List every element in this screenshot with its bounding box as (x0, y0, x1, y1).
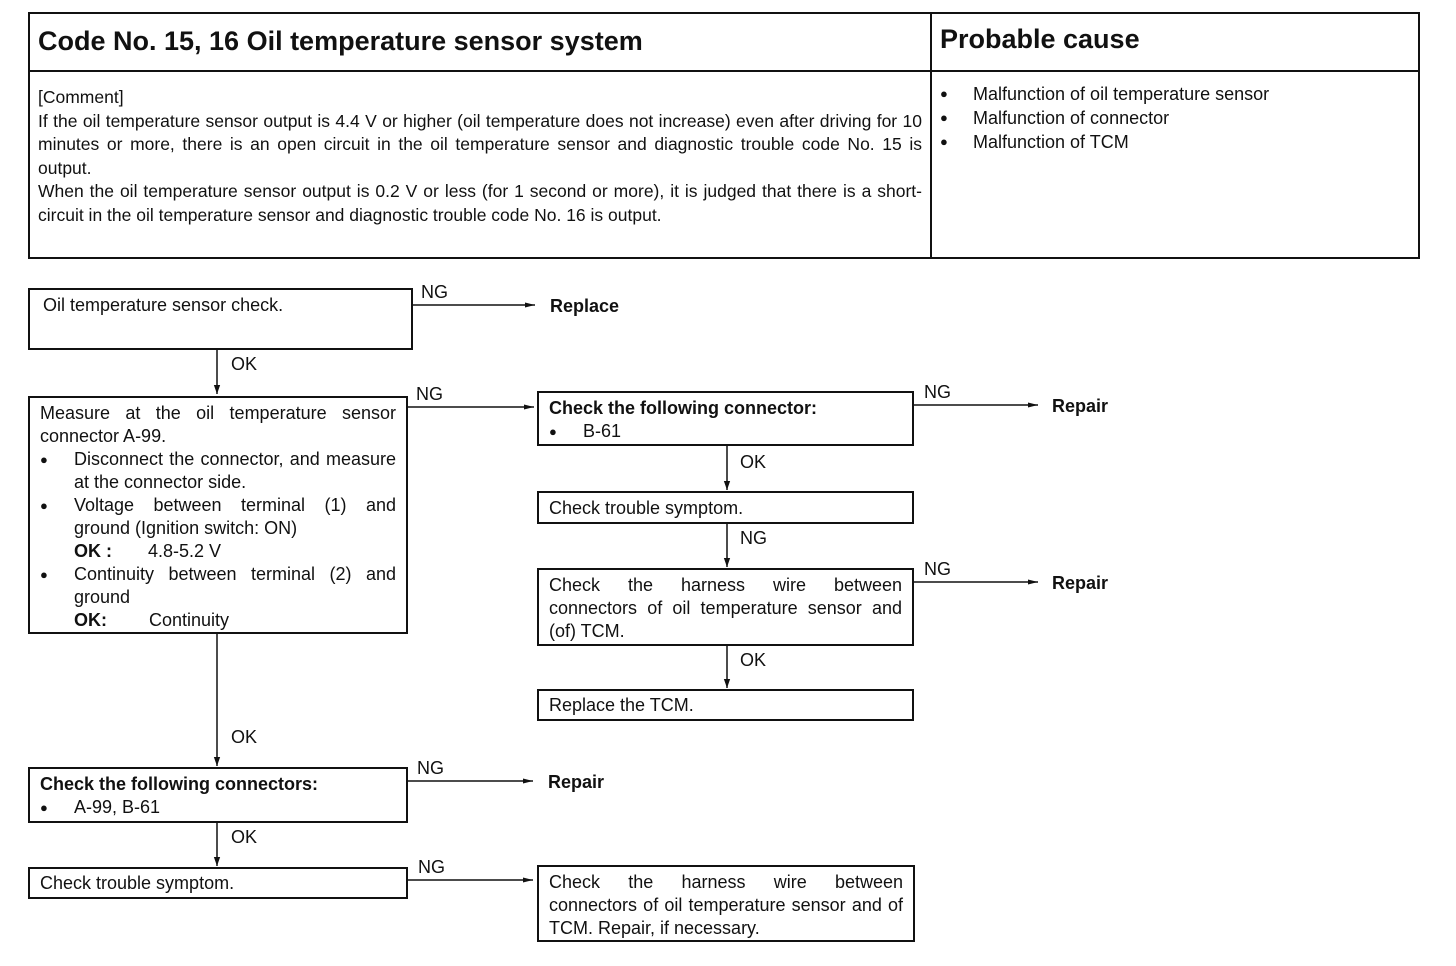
ng-label: NG (417, 758, 444, 778)
ng-label: NG (421, 282, 448, 302)
ok-value: Continuity (149, 610, 230, 630)
connector-b61-item: B-61 (549, 420, 902, 443)
measure-continuity-ok: OK: Continuity (40, 609, 396, 632)
ng-label: NG (416, 384, 443, 404)
connectors-left-item: A-99, B-61 (40, 796, 396, 819)
harness-check-right-box: Check the harness wire between connector… (537, 568, 914, 646)
ok-label: OK (740, 650, 767, 670)
ok-label: OK (231, 354, 258, 374)
replace-tcm-box: Replace the TCM. (537, 689, 914, 721)
probable-cause-list: Malfunction of oil temperature sensor Ma… (940, 82, 1269, 154)
comment-paragraph-1: If the oil temperature sensor output is … (38, 110, 922, 178)
result-repair: Repair (548, 772, 605, 792)
ok-key: OK: (74, 610, 107, 630)
cause-item: Malfunction of oil temperature sensor (940, 82, 1269, 106)
measure-item-disconnect: Disconnect the connector, and measure at… (40, 448, 396, 494)
ok-label: OK (231, 727, 258, 747)
sensor-check-box: Oil temperature sensor check. (28, 288, 413, 350)
result-replace: Replace (550, 296, 620, 316)
comment-block: [Comment] If the oil temperature sensor … (38, 86, 922, 227)
harness-check-bottom-text: Check the harness wire between connector… (549, 872, 903, 938)
measure-item-voltage: Voltage between terminal (1) and ground … (40, 494, 396, 540)
comment-paragraph-2: When the oil temperature sensor output i… (38, 181, 922, 225)
ok-key: OK : (74, 541, 112, 561)
trouble-symptom-right-box: Check trouble symptom. (537, 491, 914, 524)
harness-check-right-text: Check the harness wire between connector… (549, 575, 902, 641)
cause-item: Malfunction of connector (940, 106, 1269, 130)
result-repair: Repair (1052, 396, 1109, 416)
header-table (28, 12, 1420, 259)
connector-b61-box: Check the following connector: B-61 (537, 391, 914, 446)
header-divider-horizontal (28, 70, 1420, 72)
result-repair: Repair (1052, 573, 1109, 593)
sensor-check-text: Oil temperature sensor check. (43, 295, 284, 315)
comment-label: [Comment] (38, 87, 124, 107)
replace-tcm-text: Replace the TCM. (549, 695, 694, 715)
harness-check-bottom-box: Check the harness wire between connector… (537, 865, 915, 942)
header-divider-vertical (930, 12, 932, 259)
ng-label: NG (924, 382, 951, 402)
ok-label: OK (231, 827, 258, 847)
measure-item-continuity: Continuity between terminal (2) and grou… (40, 563, 396, 609)
trouble-symptom-left-text: Check trouble symptom. (40, 873, 235, 893)
measure-voltage-ok: OK : 4.8-5.2 V (40, 540, 396, 563)
trouble-symptom-left-box: Check trouble symptom. (28, 867, 408, 899)
ok-value: 4.8-5.2 V (148, 541, 222, 561)
ok-label: OK (740, 452, 767, 472)
cause-item: Malfunction of TCM (940, 130, 1269, 154)
measure-box: Measure at the oil temperature sensor co… (28, 396, 408, 634)
ng-label: NG (740, 528, 767, 548)
connectors-left-title: Check the following connectors: (40, 774, 319, 794)
probable-cause-title: Probable cause (940, 24, 1140, 54)
ng-label: NG (924, 559, 951, 579)
measure-title: Measure at the oil temperature sensor co… (40, 403, 396, 446)
page-title: Code No. 15, 16 Oil temperature sensor s… (38, 26, 643, 56)
connectors-left-box: Check the following connectors: A-99, B-… (28, 767, 408, 823)
connector-b61-title: Check the following connector: (549, 398, 818, 418)
ng-label: NG (418, 857, 445, 877)
trouble-symptom-right-text: Check trouble symptom. (549, 498, 744, 518)
